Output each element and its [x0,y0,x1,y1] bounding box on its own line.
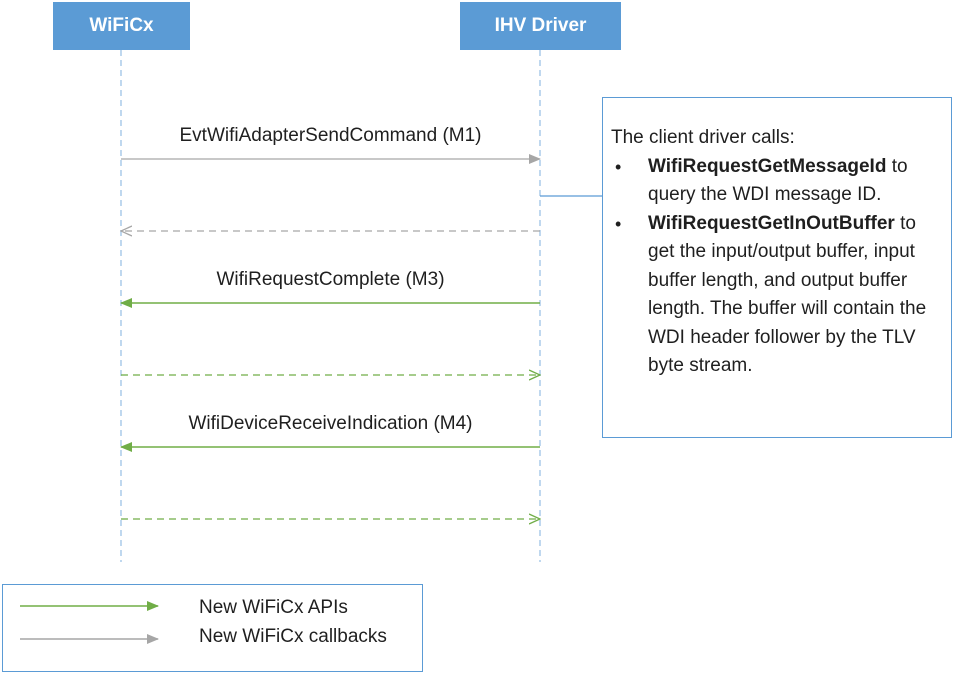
bullet-icon: • [615,156,622,177]
client-driver-note: The client driver calls: • WifiRequestGet… [602,97,952,438]
actor-ihv-driver: IHV Driver [460,2,621,50]
message-label: WifiDeviceReceiveIndication (M4) [188,413,473,434]
messages-group [120,154,541,519]
note-item-text: to get the input/output buffer, input bu… [648,212,927,377]
note-list: • WifiRequestGetMessageId to query the WD… [611,153,943,381]
note-item: • WifiRequestGetMessageId to query the WD… [611,153,943,210]
note-function-name: WifiRequestGetMessageId [648,155,887,177]
legend-api-label: New WiFiCx APIs [199,597,348,618]
legend-callback-label: New WiFiCx callbacks [199,626,387,647]
legend: New WiFiCx APIs New WiFiCx callbacks [2,584,423,672]
actor-wificx: WiFiCx [53,2,190,50]
note-intro: The client driver calls: [611,127,795,148]
note-function-name: WifiRequestGetInOutBuffer [648,212,895,234]
note-item: • WifiRequestGetInOutBuffer to get the in… [611,210,943,381]
bullet-icon: • [615,213,622,234]
message-label: WifiRequestComplete (M3) [216,269,445,290]
note-item-text: to query the WDI message ID. [648,155,908,206]
message-label: EvtWifiAdapterSendCommand (M1) [179,125,482,146]
